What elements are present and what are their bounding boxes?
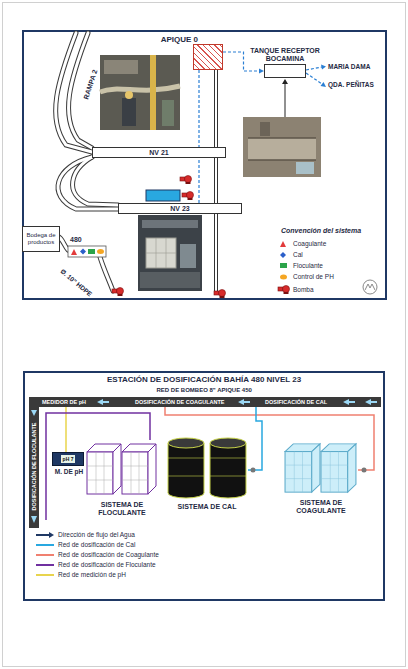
diagram-title: ESTACIÓN DE DOSIFICACIÓN BAHÍA 480 NIVEL… — [107, 375, 301, 385]
page-frame — [3, 3, 406, 667]
legend-text: Bomba — [293, 286, 314, 294]
level-label: NV 21 — [149, 149, 168, 157]
legend-text: Control de PH — [293, 273, 334, 281]
label-text: DOSIFICACIÓN DE CAL — [265, 399, 327, 406]
floculant-system: SISTEMA DE FLOCULANTE — [86, 440, 158, 498]
ph-display: pH 7 — [61, 455, 76, 463]
label-text: DOSIFICACIÓN DE FLOCULANTE — [31, 422, 38, 510]
label-text: DOSIFICACIÓN DE COAGULANTE — [135, 399, 225, 406]
lime-silo — [210, 438, 246, 498]
tank-drawing — [166, 436, 248, 500]
photo — [243, 117, 321, 177]
system-label: SISTEMA DE FLOCULANTE — [84, 501, 160, 517]
pipe-band — [29, 397, 39, 528]
ibc-tank — [321, 444, 356, 492]
pump-symbol — [214, 290, 226, 299]
pump-symbol — [112, 288, 124, 297]
connector — [199, 70, 200, 203]
storage-label: Bodega de productos — [24, 232, 58, 245]
leader-line — [282, 79, 288, 117]
label-text: 480 — [70, 236, 82, 243]
level-label: NV 23 — [170, 205, 189, 213]
level-band: NV 21 — [92, 147, 226, 158]
label-text: MEDIDOR DE pH — [42, 399, 86, 406]
panel-frame — [23, 31, 386, 299]
label-text: QDA. PEÑITAS — [328, 81, 374, 88]
legend-line — [36, 532, 54, 575]
tank-drawing — [284, 440, 358, 496]
legend-text: Floculante — [293, 262, 323, 270]
lime-silo — [168, 438, 204, 498]
connector — [223, 52, 264, 74]
ibc-tank — [285, 444, 320, 492]
ibc-tank — [122, 444, 156, 494]
shaft-label: APIQUE 0 — [161, 35, 198, 44]
station-tank — [146, 190, 180, 201]
legend-text: Red de dosificación de Coagulante — [58, 551, 159, 559]
photo — [138, 215, 202, 291]
legend-text: Red de dosificación de Cal — [58, 541, 135, 549]
legend-text: Cal — [293, 251, 303, 259]
system-label: SISTEMA DE COAGULANTE — [276, 499, 366, 515]
system-label: SISTEMA DE CAL — [162, 503, 252, 511]
lime-system: SISTEMA DE CAL — [166, 436, 248, 500]
ibc-tank — [87, 444, 121, 494]
legend-text: Red de medición de pH — [58, 571, 126, 579]
pump-symbol — [278, 286, 290, 295]
legend-text: Red de dosificación de Floculante — [58, 561, 156, 569]
legend-text: Coagulante — [293, 240, 326, 248]
lime-line — [248, 407, 262, 470]
connector-line — [198, 70, 199, 203]
connector-line — [223, 52, 264, 71]
label-text: Convención del sistema — [281, 227, 361, 234]
legend-text: Dirección de flujo del Agua — [58, 531, 135, 539]
pump-symbol — [180, 176, 192, 185]
receiver-tank: TANQUE RECEPTOR BOCAMINA — [264, 64, 306, 78]
logo — [363, 280, 377, 294]
dosing-pump — [362, 468, 367, 473]
legend-symbol — [280, 241, 287, 280]
shaft-pipe — [216, 70, 217, 292]
tank-drawing — [86, 440, 158, 498]
meter-label: M. DE pH — [53, 468, 85, 475]
discharge-arrow — [306, 65, 326, 88]
dosing-pump — [251, 468, 256, 473]
level-band: NV 23 — [118, 203, 242, 214]
coagulant-system: SISTEMA DE COAGULANTE — [284, 440, 358, 496]
flow-arrow — [31, 399, 377, 523]
shaft-box: APIQUE 0 — [193, 44, 223, 70]
storage-box: Bodega de productos — [22, 226, 60, 252]
pump-symbol — [182, 192, 194, 201]
tank-label: TANQUE RECEPTOR BOCAMINA — [243, 47, 327, 63]
label-text: MARIA DAMA — [328, 63, 370, 70]
label-text: RED DE BOMBEO 8" APIQUE 450 — [157, 387, 252, 394]
dosing-symbols — [68, 246, 106, 257]
panel-frame — [24, 372, 384, 600]
ph-meter: pH 7M. DE pH — [52, 452, 84, 466]
pipe-band — [29, 397, 381, 407]
photo — [100, 55, 180, 130]
